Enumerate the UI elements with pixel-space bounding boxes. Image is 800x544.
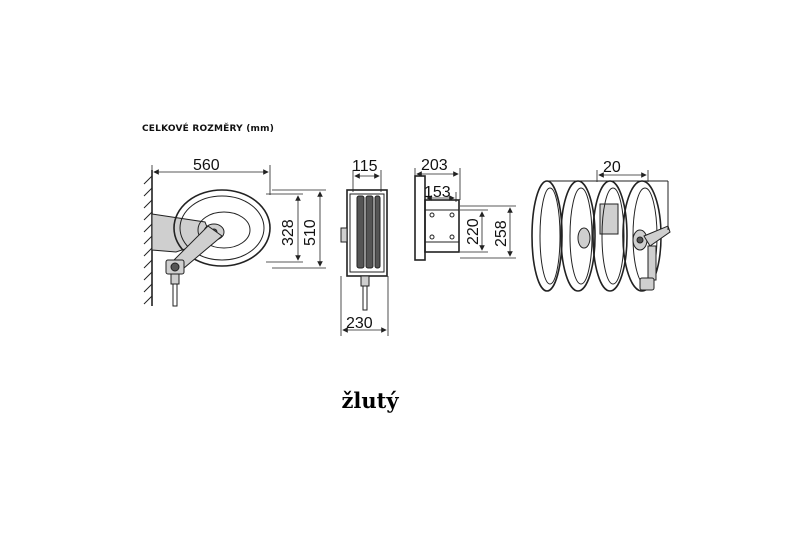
dim-side-width: 560 <box>193 157 220 174</box>
wall-hatching <box>143 175 153 305</box>
dim-multi-spacing: 20 <box>603 159 621 176</box>
dimensions-heading: CELKOVÉ ROZMĚRY (mm) <box>142 124 274 134</box>
dim-bracket-outer-width: 203 <box>421 157 448 174</box>
front-view: 115 230 <box>340 158 389 336</box>
dim-bracket-inner-width: 153 <box>424 184 451 201</box>
side-view: 560 328 510 <box>143 157 326 307</box>
heading-text: CELKOVÉ ROZMĚRY <box>142 124 243 134</box>
dim-bracket-inner-height: 220 <box>465 218 482 245</box>
dim-side-inner-height: 328 <box>280 219 297 246</box>
color-caption: žlutý <box>341 388 399 413</box>
bracket-view: 203 153 220 258 <box>414 157 516 261</box>
multi-reel-view: 20 <box>531 159 671 292</box>
dim-front-top-width: 115 <box>352 158 378 175</box>
heading-unit: (mm) <box>246 124 275 134</box>
dim-side-outer-height: 510 <box>302 219 319 246</box>
dim-bracket-outer-height: 258 <box>493 220 510 247</box>
dim-front-bottom-width: 230 <box>346 315 373 332</box>
